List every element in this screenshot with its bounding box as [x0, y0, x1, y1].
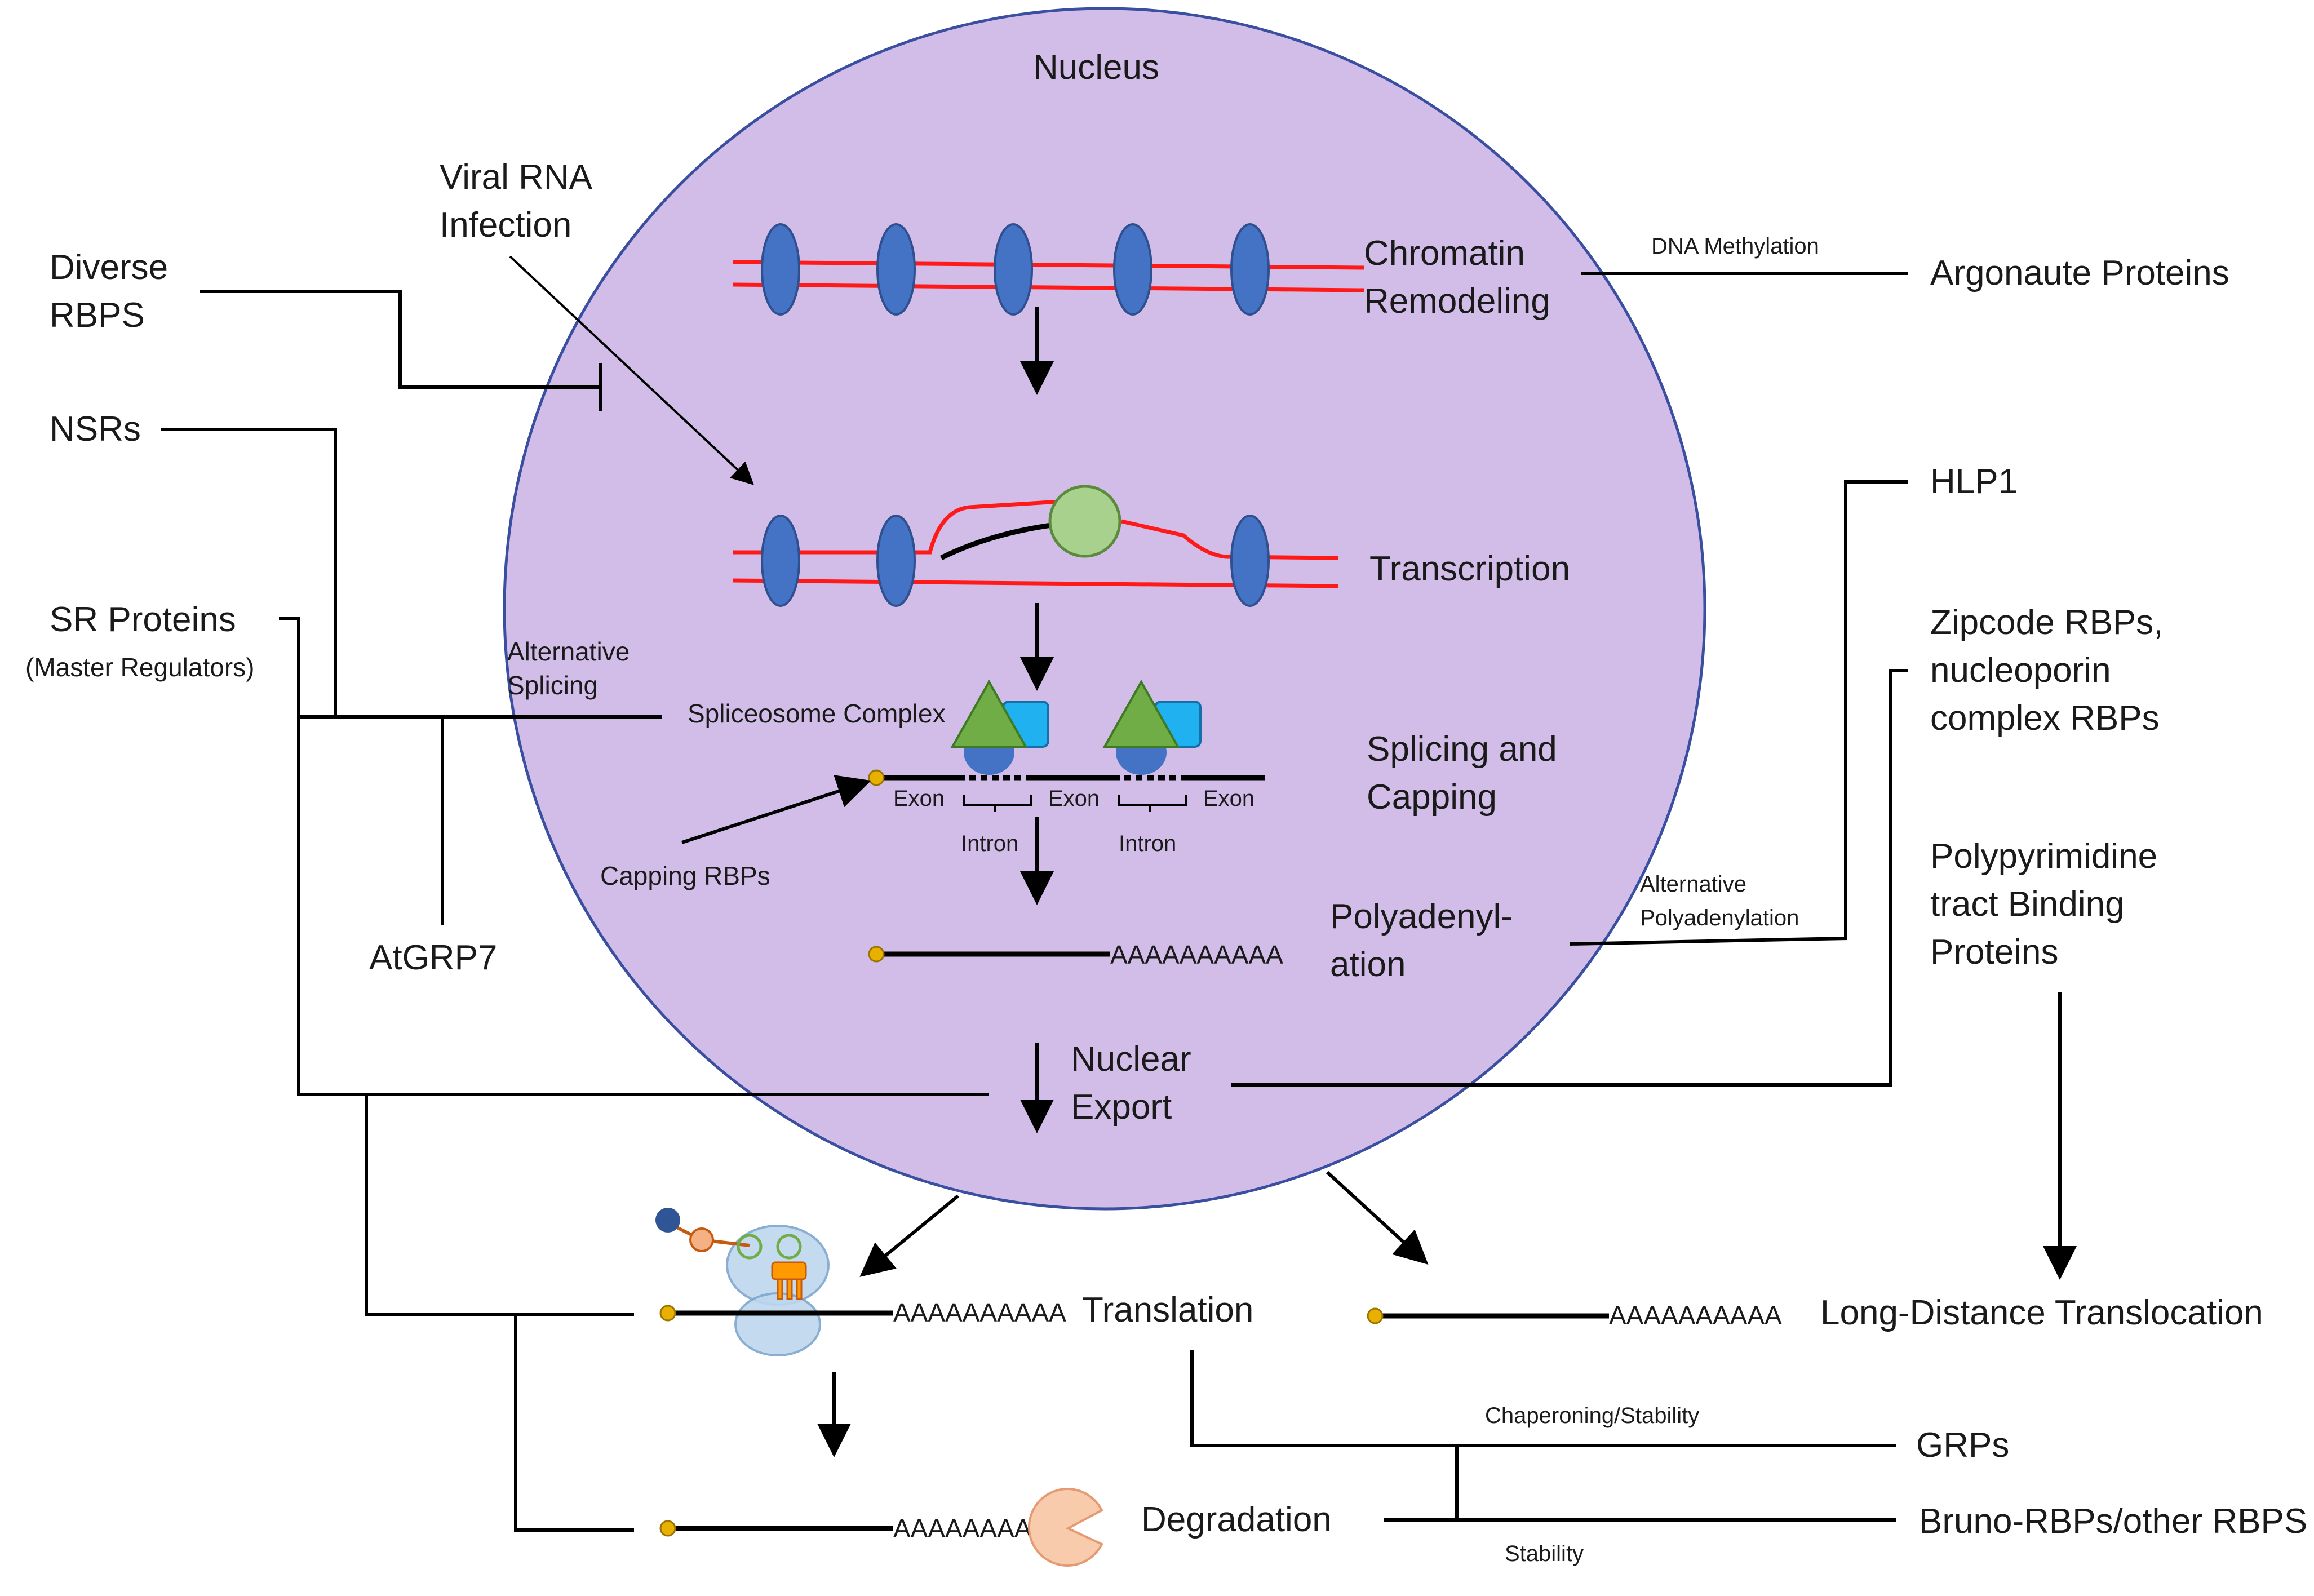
- spliceosome-2: [1102, 679, 1202, 775]
- transcription-label: Transcription: [1369, 549, 1570, 588]
- polyadenylation-label-2: ation: [1330, 945, 1406, 984]
- spliceosome-complex-label: Spliceosome Complex: [688, 699, 946, 728]
- nascent-peptide: [655, 1208, 802, 1260]
- degradation-label: Degradation: [1141, 1500, 1332, 1539]
- viral-rna-label-2: Infection: [440, 206, 571, 245]
- zipcode-connector: [1231, 669, 1908, 1087]
- sr-proteins-sub-label: (Master Regulators): [25, 653, 254, 682]
- hlp1-connector: [1569, 480, 1908, 946]
- arrow-to-long-distance-mrna: [1326, 1171, 1429, 1265]
- intron-label-1: Intron: [961, 831, 1018, 856]
- exon-label-3: Exon: [1203, 786, 1254, 811]
- alt-polya-label-1: Alternative: [1640, 872, 1746, 897]
- nuclear-export-label-1: Nuclear: [1071, 1040, 1191, 1079]
- translation-label: Translation: [1082, 1291, 1253, 1329]
- polya-tail-nucleus: AAAAAAAAAA: [1110, 940, 1283, 969]
- zipcode-label-2: nucleoporin: [1930, 651, 2111, 690]
- splicing-label-2: Capping: [1367, 778, 1497, 817]
- viral-rna-arrow: [509, 255, 754, 485]
- capping-rbps-arrow: [681, 775, 871, 844]
- arrow-to-translation: [859, 1194, 959, 1277]
- trna: [771, 1261, 807, 1300]
- polya-tail-translation: AAAAAAAAAA: [893, 1298, 1066, 1327]
- mrna-cap-degradation: [659, 1520, 676, 1537]
- polypyrimidine-label-1: Polypyrimidine: [1930, 837, 2157, 876]
- grps-connector: [1190, 1350, 1896, 1447]
- mrna-cap-translation: [659, 1305, 676, 1322]
- nsrs-connector: [161, 428, 337, 717]
- intron-bracket-2: [1118, 795, 1187, 812]
- nsrs-label: NSRs: [50, 410, 141, 449]
- polypyrimidine-label-3: Proteins: [1930, 933, 2058, 972]
- argonaute-label: Argonaute Proteins: [1930, 254, 2229, 292]
- alt-splicing-label-2: Splicing: [507, 671, 598, 700]
- grps-label: GRPs: [1916, 1426, 2009, 1465]
- rna-polymerase: [1048, 485, 1121, 558]
- long-distance-label: Long-Distance Translocation: [1820, 1293, 2263, 1332]
- alt-polya-label-2: Polyadenylation: [1640, 906, 1799, 930]
- exon-label-2: Exon: [1048, 786, 1100, 811]
- polypyrimidine-label-2: tract Binding: [1930, 885, 2125, 924]
- polya-tail-long-distance: AAAAAAAAAA: [1609, 1301, 1782, 1330]
- nucleosomes-row-2: [761, 515, 1270, 607]
- zipcode-label-1: Zipcode RBPs,: [1930, 603, 2164, 642]
- sr-proteins-label: SR Proteins: [50, 600, 236, 639]
- spliceosome-1: [950, 679, 1049, 775]
- chaperoning-label: Chaperoning/Stability: [1485, 1403, 1699, 1428]
- nuclear-export-label-2: Export: [1071, 1088, 1172, 1127]
- nucleus-circle: [503, 7, 1706, 1211]
- chromatin-label-1: Chromatin: [1364, 234, 1525, 273]
- dna-methylation-label: DNA Methylation: [1651, 234, 1819, 259]
- mrna-cap-1: [868, 769, 885, 786]
- polyadenylation-label-1: Polyadenyl-: [1330, 897, 1513, 936]
- nucleus-label: Nucleus: [1033, 48, 1159, 87]
- exon-label-1: Exon: [893, 786, 945, 811]
- atgrp7-label: AtGRP7: [369, 938, 497, 977]
- alt-splicing-label-1: Alternative: [507, 637, 630, 666]
- nucleosomes-row-1: [761, 223, 1270, 316]
- zipcode-label-3: complex RBPs: [1930, 699, 2160, 738]
- mrna-cap-2: [868, 946, 885, 963]
- stability-label: Stability: [1505, 1541, 1584, 1566]
- degradation-connector: [514, 1314, 634, 1532]
- mrna-cap-long-distance: [1367, 1307, 1384, 1324]
- degrader-enzyme: [1027, 1488, 1103, 1567]
- intron-label-2: Intron: [1119, 831, 1176, 856]
- sr-proteins-connector: [279, 617, 989, 1096]
- viral-rna-label-1: Viral RNA: [440, 158, 593, 197]
- diverse-rbps-label-1: Diverse: [50, 248, 168, 287]
- nascent-rna: [939, 521, 1060, 561]
- diverse-rbps-connector: [200, 290, 600, 389]
- chromatin-label-2: Remodeling: [1364, 282, 1550, 321]
- splicing-label-1: Splicing and: [1367, 730, 1557, 769]
- translation-connector: [365, 1094, 634, 1316]
- capping-rbps-label: Capping RBPs: [600, 861, 770, 890]
- diverse-rbps-label-2: RBPS: [50, 296, 145, 335]
- hlp1-label: HLP1: [1930, 462, 2018, 501]
- bruno-label: Bruno-RBPs/other RBPS: [1919, 1502, 2307, 1541]
- intron-bracket-1: [963, 795, 1032, 812]
